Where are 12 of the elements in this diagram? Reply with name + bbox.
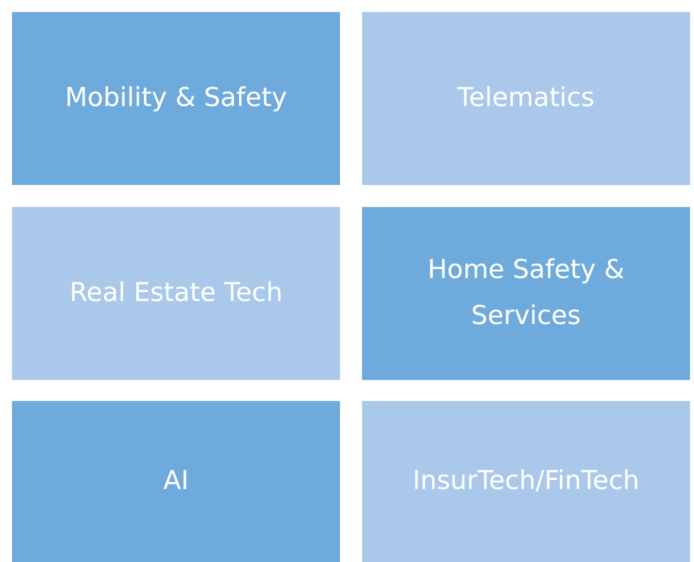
topic-tile	[362, 207, 690, 380]
topic-tile	[12, 207, 340, 380]
tile-label: Mobility & Safety	[64, 82, 288, 115]
tile-label: InsurTech/FinTech	[412, 464, 640, 498]
tile-label: Telematics	[457, 82, 595, 115]
tile-label: Home Safety & Services	[426, 254, 626, 332]
topic-tile	[362, 12, 690, 185]
topic-tile	[12, 401, 340, 562]
topic-tile	[362, 401, 690, 562]
tile-label: AI	[163, 464, 189, 498]
tile-label: Real Estate Tech	[69, 276, 283, 310]
topic-tile	[12, 12, 340, 185]
